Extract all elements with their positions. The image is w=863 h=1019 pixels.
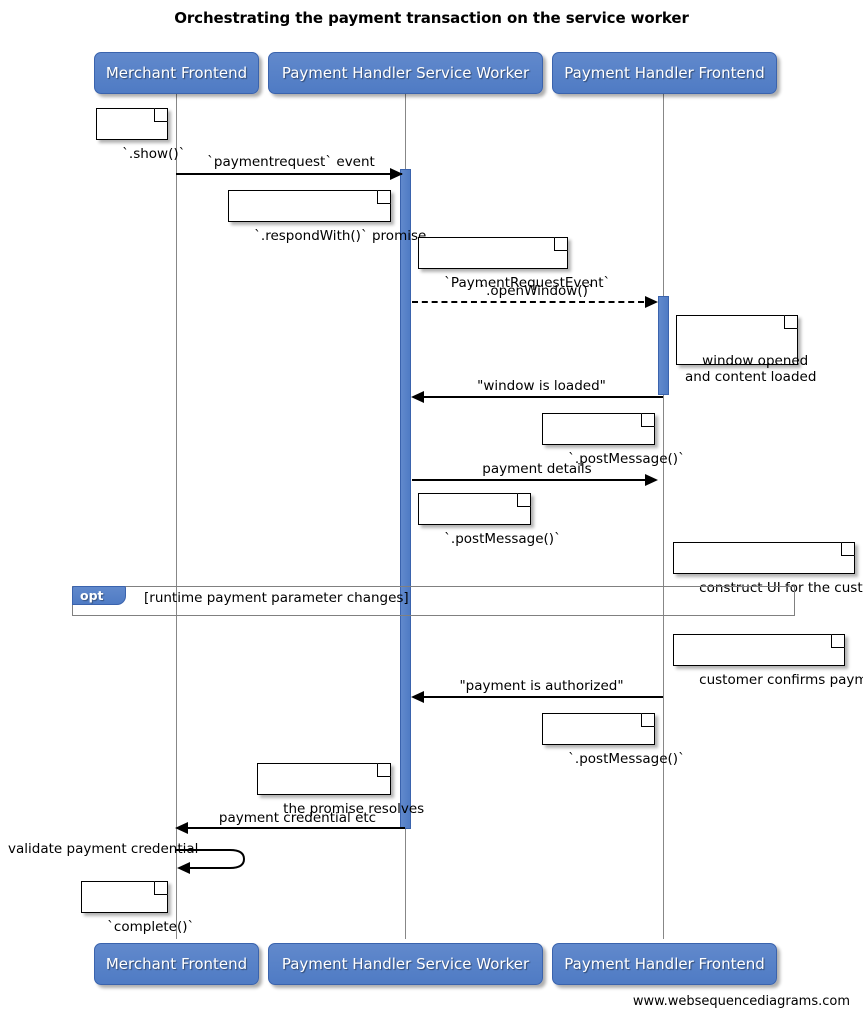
note-fold-icon xyxy=(641,713,655,727)
message-line-payment-details xyxy=(412,479,650,481)
note-text: `.postMessage()` xyxy=(568,751,685,767)
fragment-opt-tab: opt xyxy=(72,586,126,605)
participant-service-worker-bottom[interactable]: Payment Handler Service Worker xyxy=(268,943,543,985)
participant-label: Payment Handler Service Worker xyxy=(281,955,530,973)
message-label-payment-details: payment details xyxy=(482,461,592,477)
note-window-opened: window opened and content loaded xyxy=(676,315,816,385)
activation-bar-service-worker xyxy=(400,169,411,829)
message-line-payment-authorized xyxy=(424,696,663,698)
arrow-head-paymentrequest xyxy=(390,168,403,180)
participant-payment-handler-frontend-top[interactable]: Payment Handler Frontend xyxy=(552,52,777,94)
participant-label: Payment Handler Frontend xyxy=(564,955,765,973)
note-promise-resolves: the promise resolves xyxy=(257,763,424,817)
note-text: window opened and content loaded xyxy=(685,353,817,385)
note-complete: `complete()` xyxy=(81,881,194,935)
note-fold-icon xyxy=(377,190,391,204)
note-show: `.show()` xyxy=(96,108,185,162)
arrow-head-payment-credential xyxy=(175,822,188,834)
arrow-head-window-is-loaded xyxy=(411,391,424,403)
note-fold-icon xyxy=(784,315,798,329)
message-line-paymentrequest xyxy=(176,173,402,175)
note-fold-icon xyxy=(377,763,391,777)
note-text: `.show()` xyxy=(122,146,186,162)
note-text: `.postMessage()` xyxy=(568,451,685,467)
note-fold-icon xyxy=(554,237,568,251)
note-text: `PaymentRequestEvent` xyxy=(444,275,611,291)
participant-merchant-frontend-top[interactable]: Merchant Frontend xyxy=(94,52,259,94)
diagram-title: Orchestrating the payment transaction on… xyxy=(174,9,689,27)
arrow-head-payment-authorized xyxy=(411,691,424,703)
note-text: construct UI for the customer xyxy=(699,580,863,596)
note-text: `complete()` xyxy=(107,919,195,935)
note-paymentrequestevent: `PaymentRequestEvent` xyxy=(418,237,610,291)
note-postmessage-3: `.postMessage()` xyxy=(542,713,685,767)
note-postmessage-1: `.postMessage()` xyxy=(542,413,685,467)
activation-bar-payment-handler-frontend xyxy=(658,296,669,395)
message-line-payment-credential xyxy=(188,827,405,829)
note-text: customer confirms payment xyxy=(699,672,863,688)
message-label-openwindow: `.openWindow()` xyxy=(479,283,595,299)
message-label-validate-credential: validate payment credential xyxy=(8,841,199,857)
message-line-openwindow xyxy=(412,301,644,303)
arrow-head-payment-details xyxy=(645,474,658,486)
lifeline-merchant xyxy=(176,94,177,939)
note-fold-icon xyxy=(641,413,655,427)
lifeline-payment-handler-frontend xyxy=(663,94,664,939)
note-text: the promise resolves xyxy=(283,801,425,817)
footer-watermark: www.websequencediagrams.com xyxy=(632,994,850,1009)
message-line-window-is-loaded xyxy=(424,396,663,398)
arrow-head-openwindow xyxy=(645,296,658,308)
note-text: `.postMessage()` xyxy=(444,531,561,547)
message-label-payment-authorized: "payment is authorized" xyxy=(459,678,624,694)
message-label-paymentrequest: `paymentrequest` event xyxy=(207,154,375,170)
note-construct-ui: construct UI for the customer xyxy=(673,542,863,596)
note-fold-icon xyxy=(517,493,531,507)
note-fold-icon xyxy=(154,108,168,122)
note-fold-icon xyxy=(831,634,845,648)
note-text: `.respondWith()` promise xyxy=(254,228,427,244)
fragment-kind-label: opt xyxy=(80,588,104,603)
participant-label: Merchant Frontend xyxy=(105,955,248,973)
participant-payment-handler-frontend-bottom[interactable]: Payment Handler Frontend xyxy=(552,943,777,985)
participant-label: Merchant Frontend xyxy=(105,64,248,82)
note-respondwith: `.respondWith()` promise xyxy=(228,190,426,244)
note-fold-icon xyxy=(154,881,168,895)
message-label-window-is-loaded: "window is loaded" xyxy=(477,378,606,394)
self-message-validate-credential xyxy=(176,849,246,874)
participant-label: Payment Handler Frontend xyxy=(564,64,765,82)
note-postmessage-2: `.postMessage()` xyxy=(418,493,561,547)
note-fold-icon xyxy=(841,542,855,556)
message-label-payment-credential: payment credential etc xyxy=(218,810,377,826)
participant-service-worker-top[interactable]: Payment Handler Service Worker xyxy=(268,52,543,94)
participant-label: Payment Handler Service Worker xyxy=(281,64,530,82)
note-customer-confirms: customer confirms payment xyxy=(673,634,863,688)
fragment-opt-condition: [runtime payment parameter changes] xyxy=(144,590,409,606)
participant-merchant-frontend-bottom[interactable]: Merchant Frontend xyxy=(94,943,259,985)
